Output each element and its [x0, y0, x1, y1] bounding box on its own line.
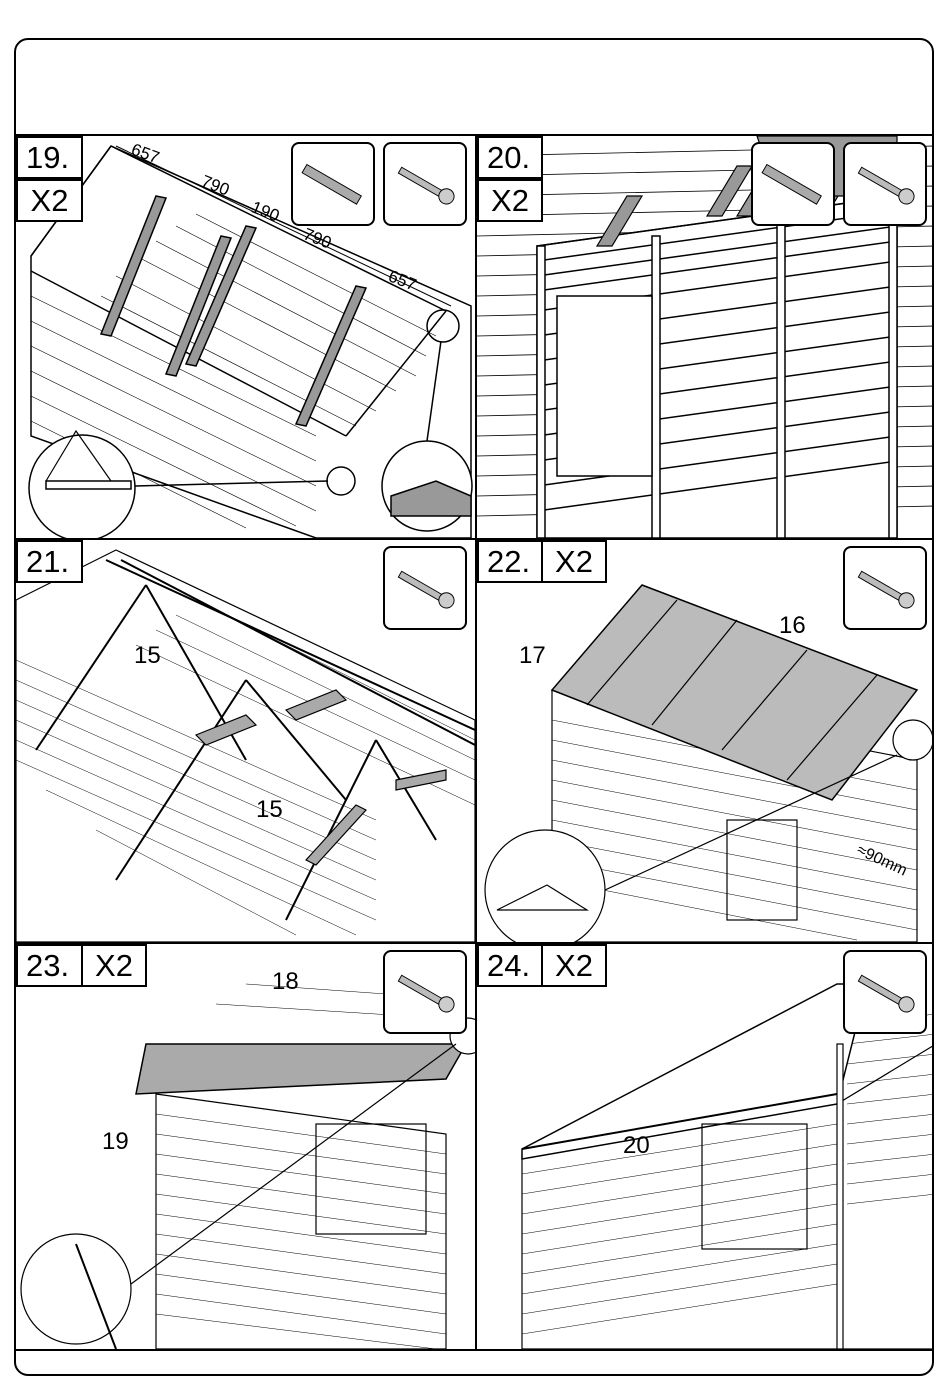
step-20-panel: 20. X2 — [477, 136, 934, 538]
step-number: 23. — [16, 944, 83, 987]
step-quantity: X2 — [477, 179, 543, 222]
step-quantity: X2 — [81, 944, 147, 987]
step-22-panel: 22. X2 16 17 ≈90mm — [477, 540, 934, 942]
step-quantity: X2 — [541, 944, 607, 987]
screw-icon — [383, 142, 467, 226]
step-19-panel: 19. X2 657 790 190 790 657 — [16, 136, 475, 538]
part-callout: 19 — [102, 1128, 129, 1156]
drill-bit-icon — [751, 142, 835, 226]
step-number: 20. — [477, 136, 543, 179]
part-callout: 15 — [256, 796, 283, 824]
part-callout: 16 — [779, 612, 806, 640]
screw-icon — [843, 142, 927, 226]
part-callout: 20 — [623, 1132, 650, 1160]
part-callout: 17 — [519, 642, 546, 670]
part-callout: 15 — [134, 642, 161, 670]
step-23-panel: 23. X2 18 19 — [16, 944, 475, 1349]
screw-icon — [383, 950, 467, 1034]
part-callout: 18 — [272, 968, 299, 996]
step-number: 24. — [477, 944, 543, 987]
divider — [16, 1349, 932, 1351]
step-24-panel: 24. X2 20 — [477, 944, 934, 1349]
step-21-panel: 21. 15 15 — [16, 540, 475, 942]
screw-icon — [843, 546, 927, 630]
step-quantity: X2 — [541, 540, 607, 583]
screw-icon — [843, 950, 927, 1034]
screw-icon — [383, 546, 467, 630]
drill-bit-icon — [291, 142, 375, 226]
step-number: 21. — [16, 540, 83, 583]
instruction-sheet: 19. X2 657 790 190 790 657 — [14, 38, 934, 1376]
step-number: 19. — [16, 136, 83, 179]
step-number: 22. — [477, 540, 543, 583]
step-quantity: X2 — [16, 179, 83, 222]
